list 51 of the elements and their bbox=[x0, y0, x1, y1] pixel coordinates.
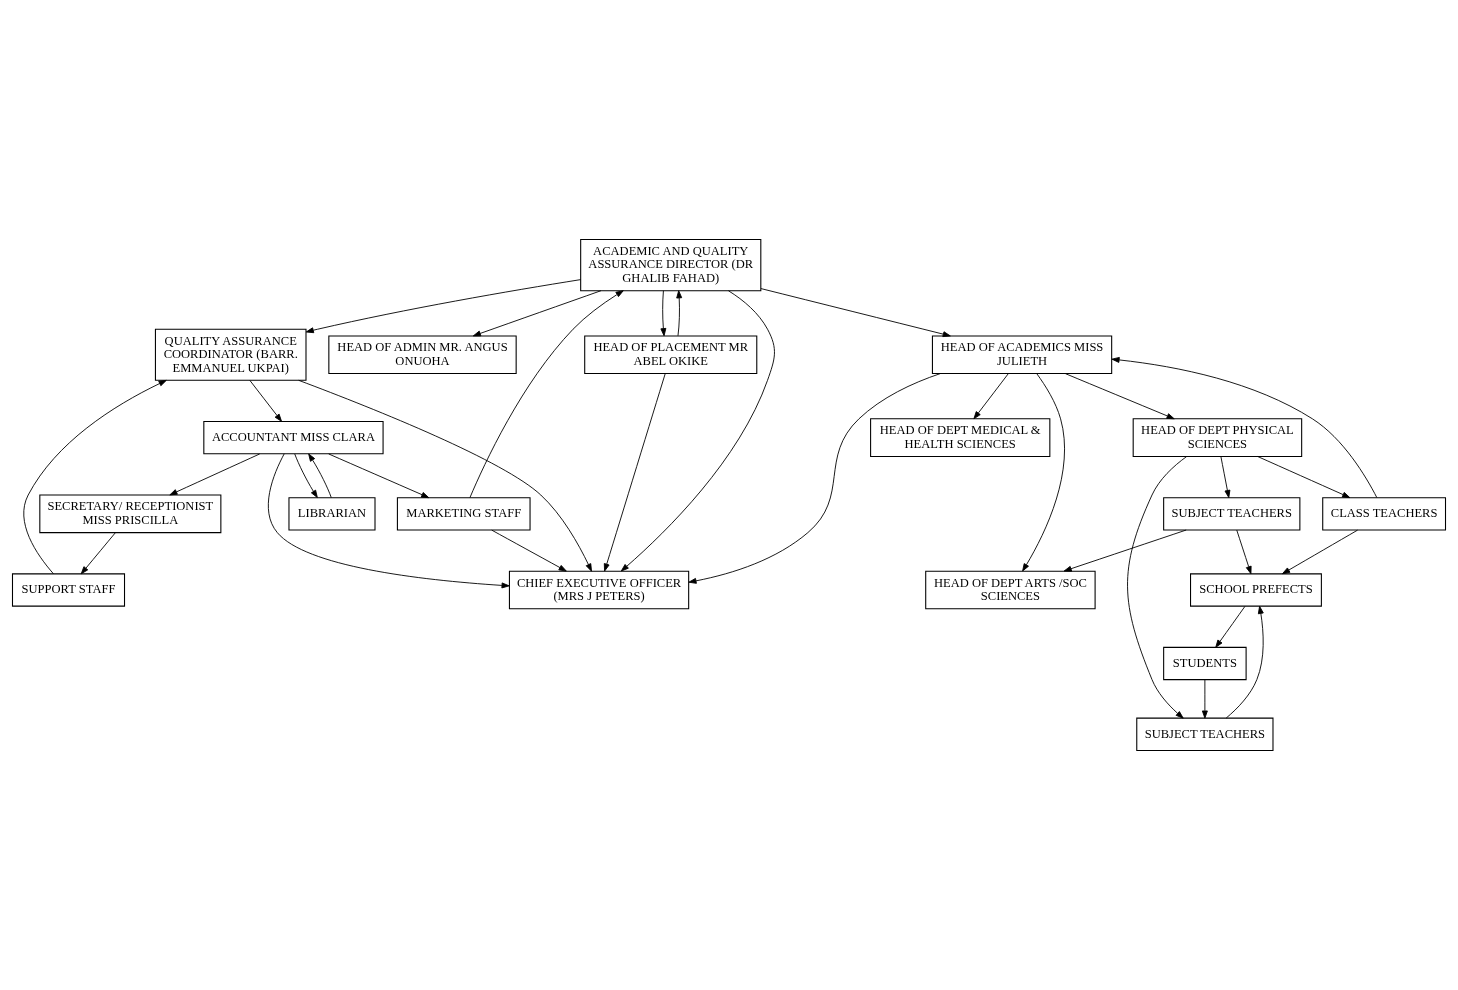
node-box: MARKETING STAFF bbox=[396, 497, 531, 531]
node-box: CLASS TEACHERS bbox=[1322, 497, 1447, 531]
node-box: HEAD OF DEPT ARTS /SOC SCIENCES bbox=[925, 570, 1096, 610]
node-box: SUBJECT TEACHERS bbox=[1163, 497, 1301, 531]
arrow bbox=[294, 453, 318, 498]
node-box: SUPPORT STAFF bbox=[11, 573, 126, 607]
node-box: ACADEMIC AND QUALITY ASSURANCE DIRECTOR (DR GHALIB FAHAD) bbox=[580, 239, 762, 292]
arrow bbox=[1127, 456, 1188, 719]
arrow bbox=[249, 379, 282, 422]
arrow bbox=[1063, 529, 1187, 572]
arrow bbox=[1022, 373, 1065, 572]
arrow bbox=[23, 379, 167, 575]
arrow bbox=[1215, 606, 1246, 648]
arrow bbox=[660, 290, 667, 337]
node-box: ACCOUNTANT MISS CLARA bbox=[203, 420, 384, 455]
node-box: HEAD OF DEPT PHYSICAL SCIENCES bbox=[1132, 418, 1303, 457]
arrow bbox=[1111, 356, 1378, 498]
arrow bbox=[469, 290, 624, 498]
node-box: HEAD OF ADMIN MR. ANGUS ONUOHA bbox=[328, 335, 517, 375]
arrow bbox=[620, 290, 775, 572]
node-box: SCHOOL PREFECTS bbox=[1190, 573, 1322, 607]
arrow bbox=[1220, 456, 1231, 499]
arrow bbox=[298, 379, 592, 572]
arrow bbox=[491, 529, 567, 572]
arrow bbox=[169, 453, 261, 496]
node-box: HEAD OF DEPT MEDICAL & HEALTH SCIENCES bbox=[870, 418, 1051, 457]
arrow bbox=[688, 373, 941, 584]
arrow bbox=[308, 453, 332, 498]
arrow bbox=[973, 373, 1009, 420]
arrow bbox=[267, 453, 510, 589]
arrow bbox=[1201, 679, 1208, 719]
arrow bbox=[1257, 456, 1351, 499]
arrow bbox=[1225, 605, 1264, 719]
arrow bbox=[328, 453, 430, 499]
node-box: SUBJECT TEACHERS bbox=[1136, 717, 1274, 751]
arrow bbox=[1064, 373, 1175, 420]
node-box: STUDENTS bbox=[1163, 646, 1247, 681]
node-box: CHIEF EXECUTIVE OFFICER (MRS J PETERS) bbox=[508, 570, 690, 610]
node-box: SECRETARY/ RECEPTIONIST MISS PRISCILLA bbox=[39, 494, 222, 534]
arrow bbox=[1282, 529, 1358, 575]
node-box: LIBRARIAN bbox=[288, 497, 376, 531]
arrow bbox=[1236, 529, 1252, 575]
arrow bbox=[80, 532, 116, 575]
arrow bbox=[603, 373, 666, 572]
arrow bbox=[676, 290, 683, 337]
node-box: HEAD OF ACADEMICS MISS JULIETH bbox=[931, 335, 1113, 375]
arrow bbox=[305, 279, 582, 334]
arrow bbox=[472, 290, 602, 337]
node-box: HEAD OF PLACEMENT MR ABEL OKIKE bbox=[584, 335, 758, 375]
arrow bbox=[760, 288, 951, 338]
node-box: QUALITY ASSURANCE COORDINATOR (BARR. EMMANUEL UKPAI) bbox=[154, 328, 307, 381]
